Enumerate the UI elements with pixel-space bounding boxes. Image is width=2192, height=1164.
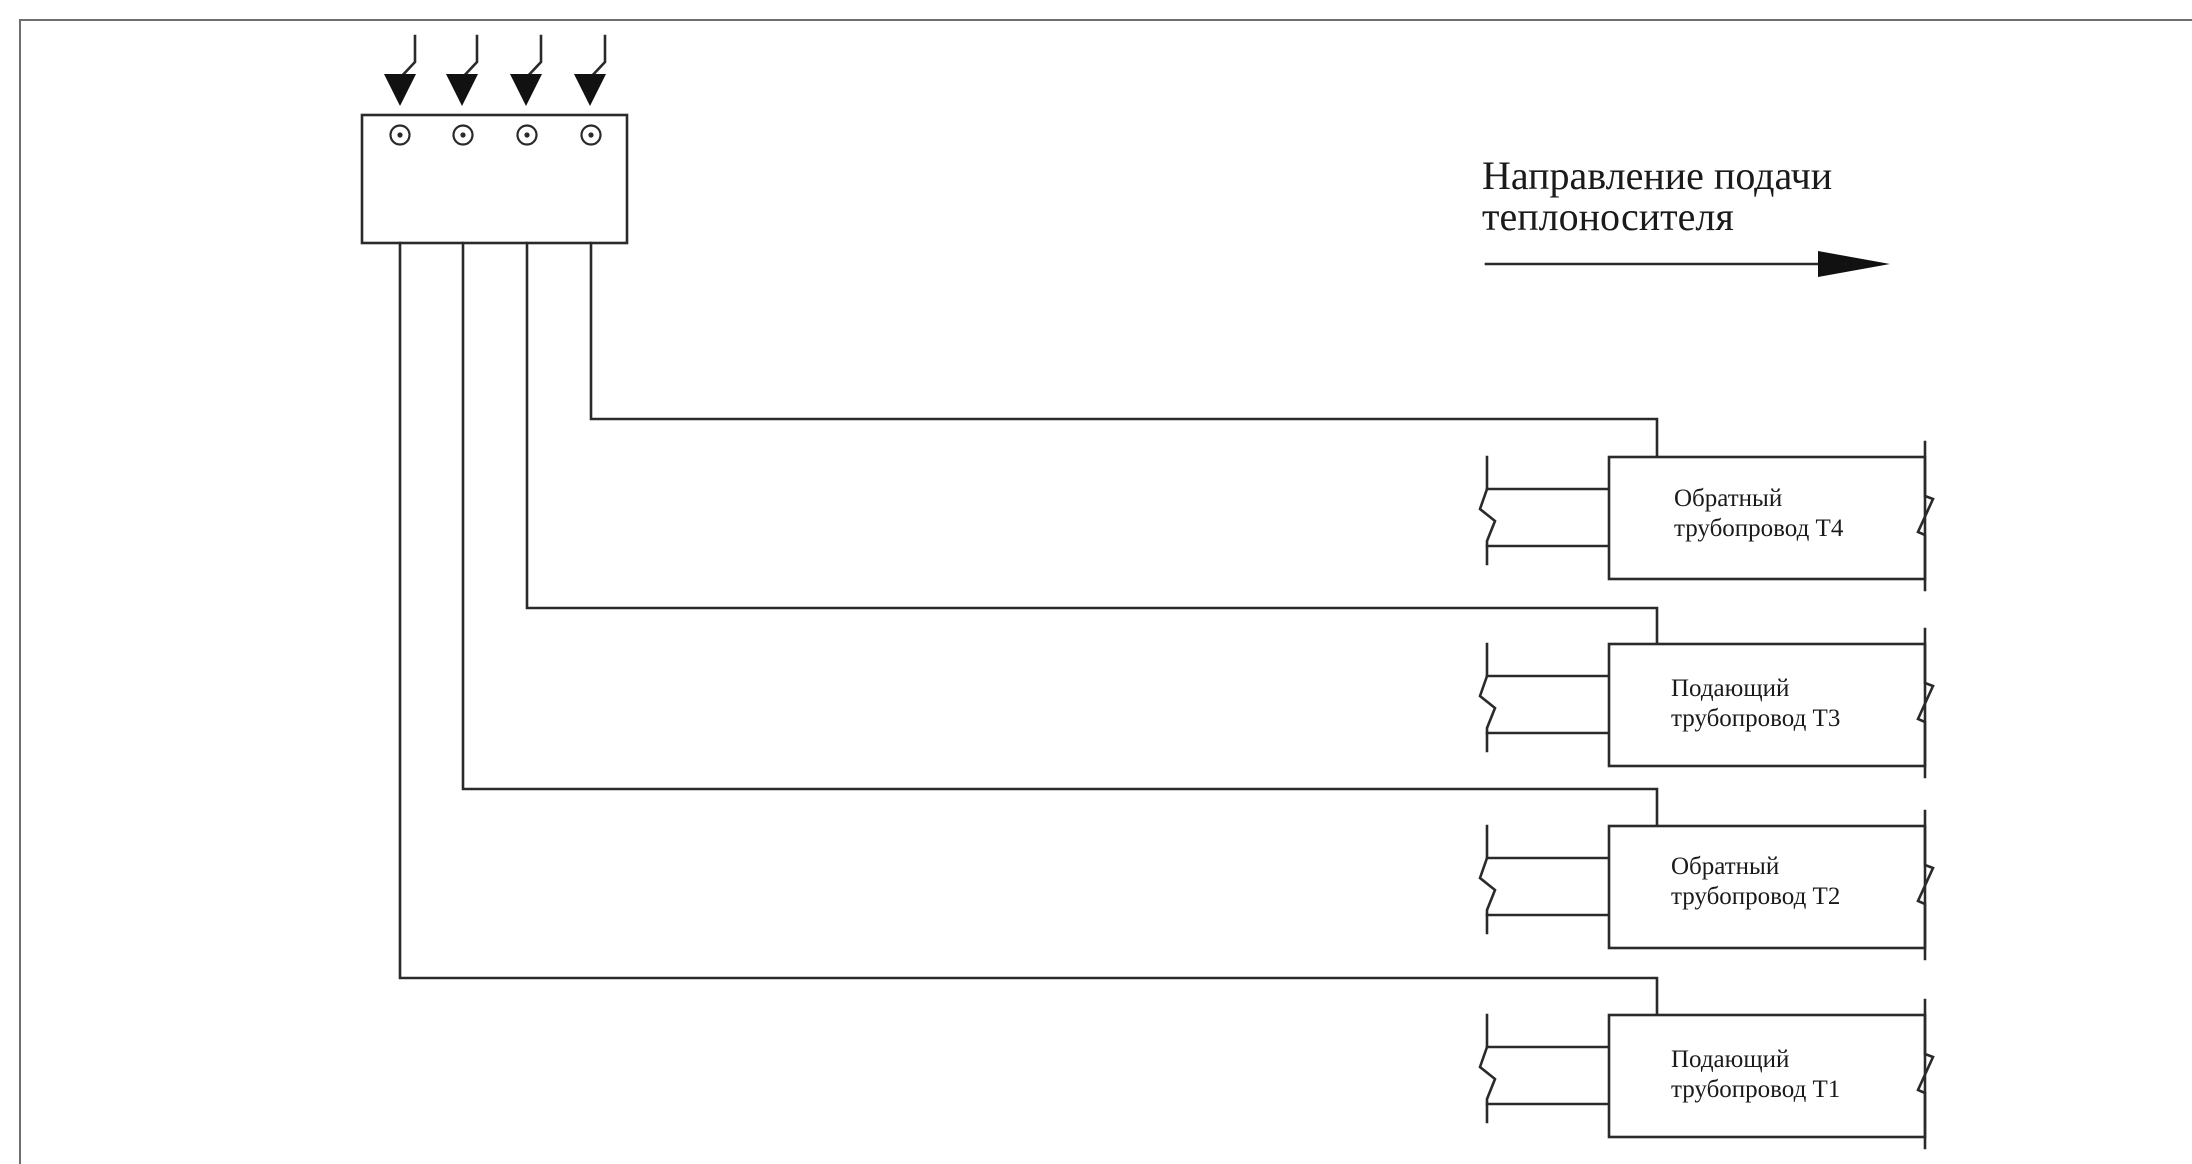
sensor-dot-4 (580, 124, 602, 146)
flow-direction: Направление подачи теплоносителя (1482, 153, 1890, 277)
inlet-arrow-3 (510, 34, 543, 106)
connection-line-t3 (525, 241, 1659, 646)
flow-direction-arrow-head (1818, 251, 1890, 277)
controller-block (360, 34, 629, 245)
pipe-t2-box (1607, 824, 1927, 950)
pipe-t4-label-1: Обратный (1674, 485, 1782, 512)
pipe-t2: Обратный трубопровод Т2 (1478, 809, 1935, 961)
pipe-t1-box (1607, 1013, 1927, 1139)
connection-line-t1 (398, 241, 1659, 1017)
pipe-t3-label-2: трубопровод Т3 (1671, 705, 1840, 732)
pipe-t3-label-1: Подающий (1671, 675, 1789, 702)
sensor-dot-1 (389, 124, 411, 146)
pipe-t2-label-2: трубопровод Т2 (1671, 883, 1840, 910)
controller-box (360, 113, 629, 245)
pipe-t4-label-2: трубопровод Т4 (1674, 515, 1844, 542)
sensor-dot-3 (516, 124, 538, 146)
inlet-arrow-4 (574, 34, 607, 106)
connection-line-t4 (589, 241, 1659, 459)
inlet-arrow-2 (446, 34, 479, 106)
pipe-t3-box (1607, 642, 1927, 768)
pipe-t1-label-2: трубопровод Т1 (1671, 1076, 1840, 1103)
pipe-t1-label-1: Подающий (1671, 1046, 1789, 1073)
flow-direction-line2: теплоносителя (1482, 194, 1734, 239)
pipe-t3: Подающий трубопровод Т3 (1478, 627, 1935, 779)
inlet-arrow-1 (384, 34, 417, 106)
diagram-frame (19, 19, 2192, 1164)
pipe-t4: Обратный трубопровод Т4 (1478, 440, 1935, 592)
pipe-t2-label-1: Обратный (1671, 853, 1779, 880)
flow-direction-line1: Направление подачи (1482, 153, 1832, 198)
connection-line-t2 (461, 241, 1659, 828)
sensor-dot-2 (452, 124, 474, 146)
pipe-t1: Подающий трубопровод Т1 (1478, 998, 1935, 1150)
